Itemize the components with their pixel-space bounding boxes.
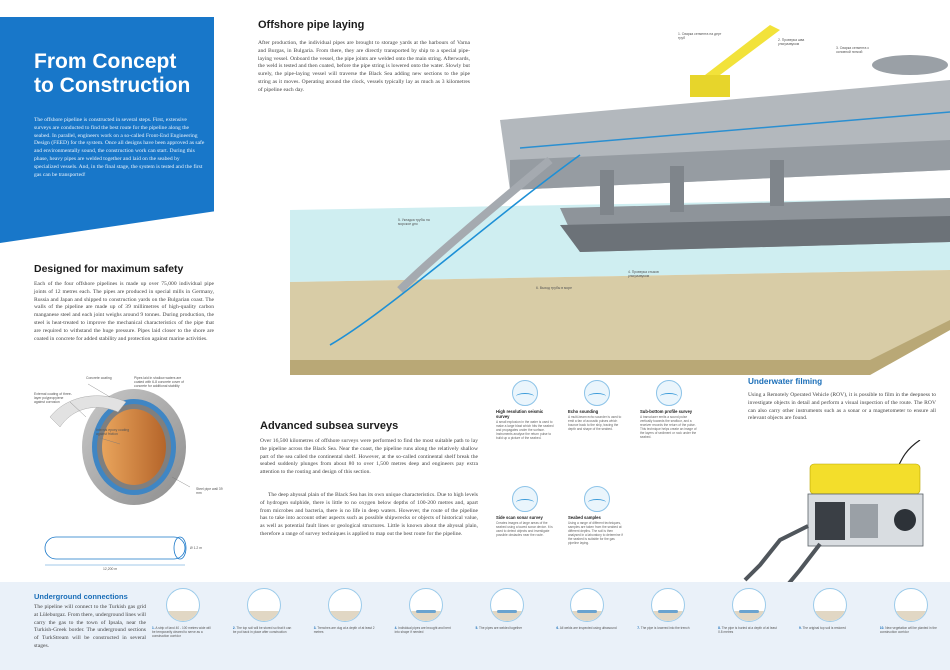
rov-body: Using a Remotely Operated Vehicle (ROV),…: [748, 392, 936, 422]
survey-side-scan: Side scan sonar survey Creates images of…: [496, 486, 554, 537]
pipe-string-line: [329, 154, 581, 346]
construction-step: 6. All welds are inspected using ultraso…: [556, 588, 618, 660]
construction-steps-list: 1. A strip of land 40 - 100 metres wide …: [152, 588, 942, 660]
construction-step: 2. The top soil will be stored so that i…: [233, 588, 295, 660]
pipelaying-heading: Offshore pipe laying: [258, 19, 365, 31]
pipe-line-on-deck: [519, 111, 950, 149]
step-4-icon: [408, 588, 443, 622]
callout-polypropylene-coating: External coating of three-layer polyprop…: [34, 392, 72, 405]
step-9-icon: [813, 588, 847, 622]
callout-steel-wall: Steel pipe wall 39 mm: [196, 487, 223, 496]
page-title-line-2: to Construction: [34, 74, 191, 97]
step-2-icon: [246, 588, 281, 622]
crane-cab-shape: [690, 75, 730, 97]
hero-intro-text: The offshore pipeline is constructed in …: [34, 117, 205, 178]
step-7-icon: [651, 588, 686, 622]
construction-step: 9. The original top soil is restored: [799, 588, 861, 660]
helideck-shape: [872, 55, 948, 75]
surveys-body-1: Over 16,500 kilometres of offshore surve…: [260, 438, 478, 476]
seismic-survey-icon: [512, 380, 538, 406]
callout-shallow-water-coating: Pipes laid in shallow waters are coated …: [134, 376, 184, 389]
rov-heading: Underwater filming: [748, 377, 823, 386]
callout-epoxy-coating: Internal epoxy coating against friction: [96, 428, 130, 437]
step-6-icon: [570, 588, 605, 622]
rov-illustration: [743, 440, 924, 590]
construction-step: 4. Individual pipes are brought and bent…: [395, 588, 457, 660]
vessel-label-5: 5. Укладка трубы на морское дно: [398, 218, 430, 227]
step-10-icon: [893, 588, 928, 622]
callout-pipe-length: 12,200 m: [103, 567, 118, 571]
construction-step: 5. The pipes are welded together: [476, 588, 538, 660]
seabed-shape: [290, 270, 950, 375]
sub-bottom-profile-icon: [656, 380, 682, 406]
construction-step: 7. The pipe is lowered into the trench: [637, 588, 699, 660]
page-title: From Concept to Construction: [34, 50, 209, 98]
vessel-label-4: 4. Проверка стыков ультразвуком: [628, 270, 659, 279]
pipelaying-body: After production, the individual pipes a…: [258, 40, 470, 93]
echo-sounding-icon: [584, 380, 610, 406]
underground-heading: Underground connections: [34, 592, 128, 601]
crane-boom-shape: [705, 25, 780, 75]
stinger-shape: [397, 156, 553, 293]
callout-pipe-diameter: Ø 1.2 m: [190, 546, 203, 550]
pipe-laying-vessel-illustration: [290, 25, 950, 375]
pipe-cutaway-piece: [49, 395, 127, 428]
survey-seabed-samples: Seabed samples Using a range of differen…: [568, 486, 626, 545]
hero-panel: [0, 17, 214, 243]
rov-thruster: [894, 509, 916, 531]
underground-band: [0, 582, 950, 670]
survey-seismic: High resolution seismic survey A small e…: [496, 380, 554, 440]
survey-echo-sounding: Echo sounding A multi-beam echo sounder …: [568, 380, 626, 431]
construction-step: 3. Trenches are dug at a depth of at lea…: [314, 588, 376, 660]
vessel-label-3: 3. Сварка сегмента с основной ниткой: [836, 46, 870, 55]
rov-buoyancy-block: [809, 463, 921, 495]
survey-sub-bottom: Sub-bottom profile survey A transducer e…: [640, 380, 698, 439]
underground-body: The pipeline will connect to the Turkish…: [34, 604, 146, 649]
vessel-label-2: 2. Проверка шва ультразвуком: [778, 38, 805, 47]
seabed-samples-icon: [584, 486, 610, 512]
step-3-icon: [327, 588, 362, 622]
pipe-cross-section-illustration: [44, 383, 191, 566]
rov-manipulator-arm-left: [743, 524, 809, 582]
pipe-outline-shape: [44, 536, 186, 560]
safety-body: Each of the four offshore pipelines is m…: [34, 281, 214, 342]
epoxy-coating-shape: [102, 409, 166, 485]
step-1-icon: [166, 588, 200, 622]
construction-step: 8. The pipe is buried at a depth of at l…: [718, 588, 780, 660]
step-5-icon: [489, 588, 524, 622]
callout-concrete-coating: Concrete coating: [86, 376, 112, 380]
construction-step: 1. A strip of land 40 - 100 metres wide …: [152, 588, 214, 660]
safety-heading: Designed for maximum safety: [34, 263, 184, 275]
surveys-body-2: The deep abyssal plain of the Black Sea …: [260, 492, 478, 537]
surveys-heading: Advanced subsea surveys: [260, 420, 399, 432]
side-scan-sonar-icon: [512, 486, 538, 512]
vessel-label-1: 1. Сварка сегмента на дерт труб: [678, 32, 722, 41]
construction-step: 10. New vegetation will be planted in th…: [880, 588, 942, 660]
page-title-line-1: From Concept: [34, 50, 177, 73]
step-8-icon: [732, 588, 767, 622]
vessel-label-6: 6. Выход трубы в море: [536, 286, 573, 290]
